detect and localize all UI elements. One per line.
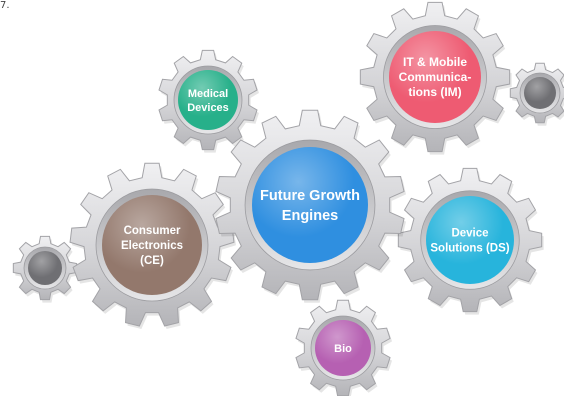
- corner-mark: 7.: [0, 0, 10, 11]
- gear-gloss: [426, 196, 514, 284]
- gear-gloss: [28, 251, 62, 285]
- gear-gloss: [315, 320, 371, 376]
- gear-label-line: Solutions (DS): [430, 243, 509, 255]
- gear-small-gear-left: [12, 235, 79, 303]
- gear-label-line: Communica-: [399, 70, 472, 84]
- gear-label-line: Devices: [187, 102, 229, 114]
- gear-bio: Bio: [295, 299, 393, 396]
- gear-label-line: Medical: [188, 88, 228, 100]
- gear-label-line: Device: [451, 228, 488, 240]
- gear-gloss: [102, 195, 202, 295]
- gear-label-line: Consumer: [124, 225, 181, 237]
- gear-label-line: Engines: [282, 208, 338, 224]
- gear-label-line: Electronics: [121, 240, 183, 252]
- gear-gloss: [178, 70, 238, 130]
- gear-label-line: tions (IM): [408, 85, 461, 99]
- gear-label-line: Future Growth: [260, 188, 360, 204]
- gear-small-gear-right: [509, 62, 564, 126]
- gear-label-line: (CE): [140, 255, 164, 267]
- gear-gloss: [389, 31, 481, 123]
- gear-gloss: [252, 147, 368, 263]
- gear-gloss: [524, 77, 556, 109]
- gear-label-line: Bio: [334, 343, 352, 355]
- gear-label-line: IT & Mobile: [403, 55, 467, 69]
